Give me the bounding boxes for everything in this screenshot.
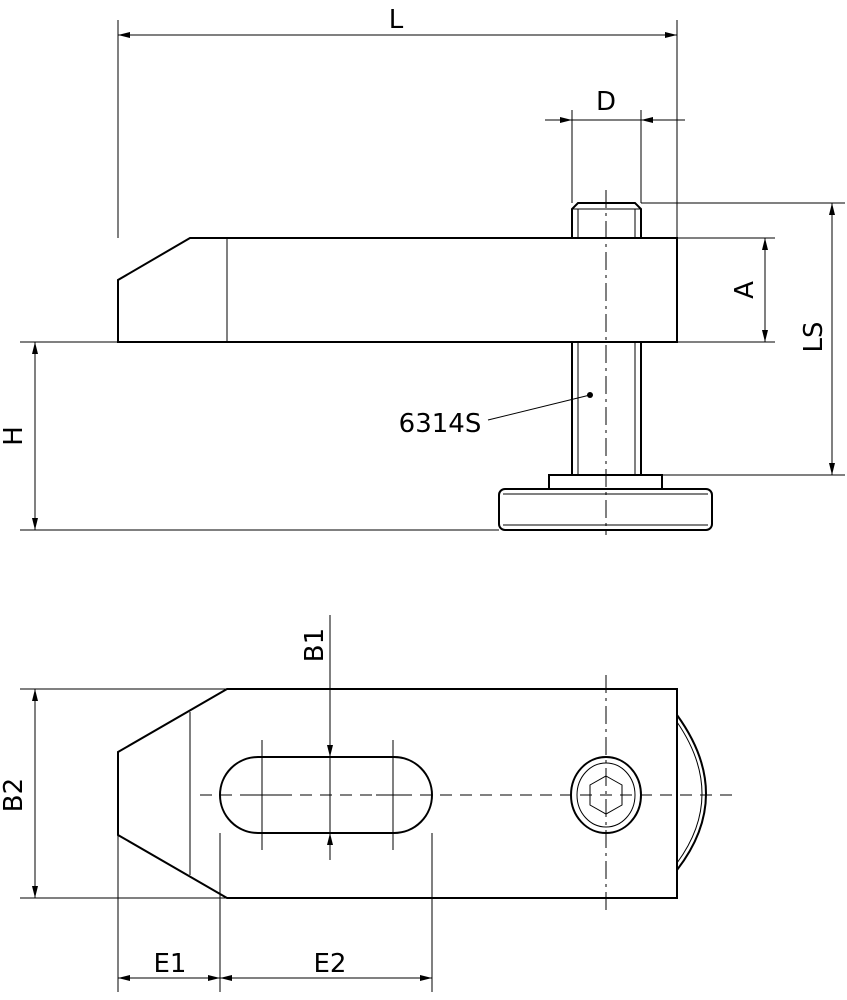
top-view: B1 B2 E1 E2 — [0, 615, 735, 992]
clamp-plan — [117, 688, 678, 899]
clamp-body — [117, 237, 678, 343]
label-H: H — [0, 426, 29, 446]
label-LS: LS — [799, 322, 829, 353]
label-B2: B2 — [0, 778, 29, 812]
hex-socket-icon — [589, 775, 623, 815]
label-D: D — [596, 87, 616, 117]
part-number-label: 6314S — [399, 409, 482, 439]
label-A: A — [730, 281, 760, 299]
label-E1: E1 — [154, 949, 187, 979]
swivel-foot-edge — [676, 721, 703, 864]
swivel-foot-edge — [676, 714, 707, 871]
leader-line — [487, 394, 591, 421]
swivel-foot — [498, 488, 713, 531]
label-E2: E2 — [314, 949, 347, 979]
slot-center-marks — [245, 740, 411, 850]
label-L: L — [389, 5, 404, 35]
label-B1: B1 — [300, 628, 330, 662]
leader-dot — [587, 392, 593, 398]
bolt-head-inner — [576, 762, 636, 828]
bolt-head-outer — [570, 756, 642, 834]
side-view: L D A LS H 6314S — [0, 5, 845, 535]
